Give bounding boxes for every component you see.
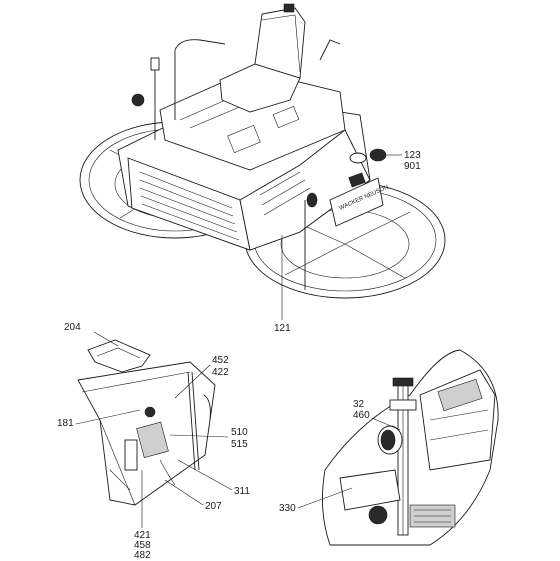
callout-421: 421 [134,530,151,541]
detail-view-right [297,349,499,546]
seat-back [254,7,306,79]
callout-482: 482 [134,550,151,561]
callout-181: 181 [57,418,74,429]
right-side-panel [239,129,371,251]
callout-515: 515 [231,439,248,450]
callout-32: 32 [353,399,365,410]
callout-901: 901 [404,161,421,172]
callout-452: 452 [212,355,229,366]
leader-204 [93,331,119,347]
callout-204: 204 [64,322,81,333]
detail-view-left [75,331,233,528]
ride-on-trowel-main-view: WACKER NEUSON [79,3,446,320]
callout-311: 311 [234,486,250,497]
leader-181 [75,409,141,425]
leader-311 [177,459,233,491]
left-light [131,93,145,107]
leader-510 [169,434,229,438]
callout-207: 207 [205,501,222,512]
leader-330 [297,487,353,509]
control-rod [187,371,196,471]
callout-460: 460 [353,410,370,421]
callout-458: 458 [134,540,151,551]
beacon-light-icon [369,148,387,162]
part-510-switch [136,421,169,458]
leader-207 [164,479,204,506]
lever-knob [306,192,318,208]
leader-32 [371,417,401,431]
part-204-bracket [87,339,151,373]
decal-panel [329,177,384,227]
callout-330: 330 [279,503,296,514]
callout-422: 422 [212,367,229,378]
callout-510: 510 [231,427,248,438]
leader-452 [174,364,211,399]
callout-121: 121 [274,323,291,334]
part-330-fitting [368,505,388,525]
callout-123: 123 [404,150,421,161]
